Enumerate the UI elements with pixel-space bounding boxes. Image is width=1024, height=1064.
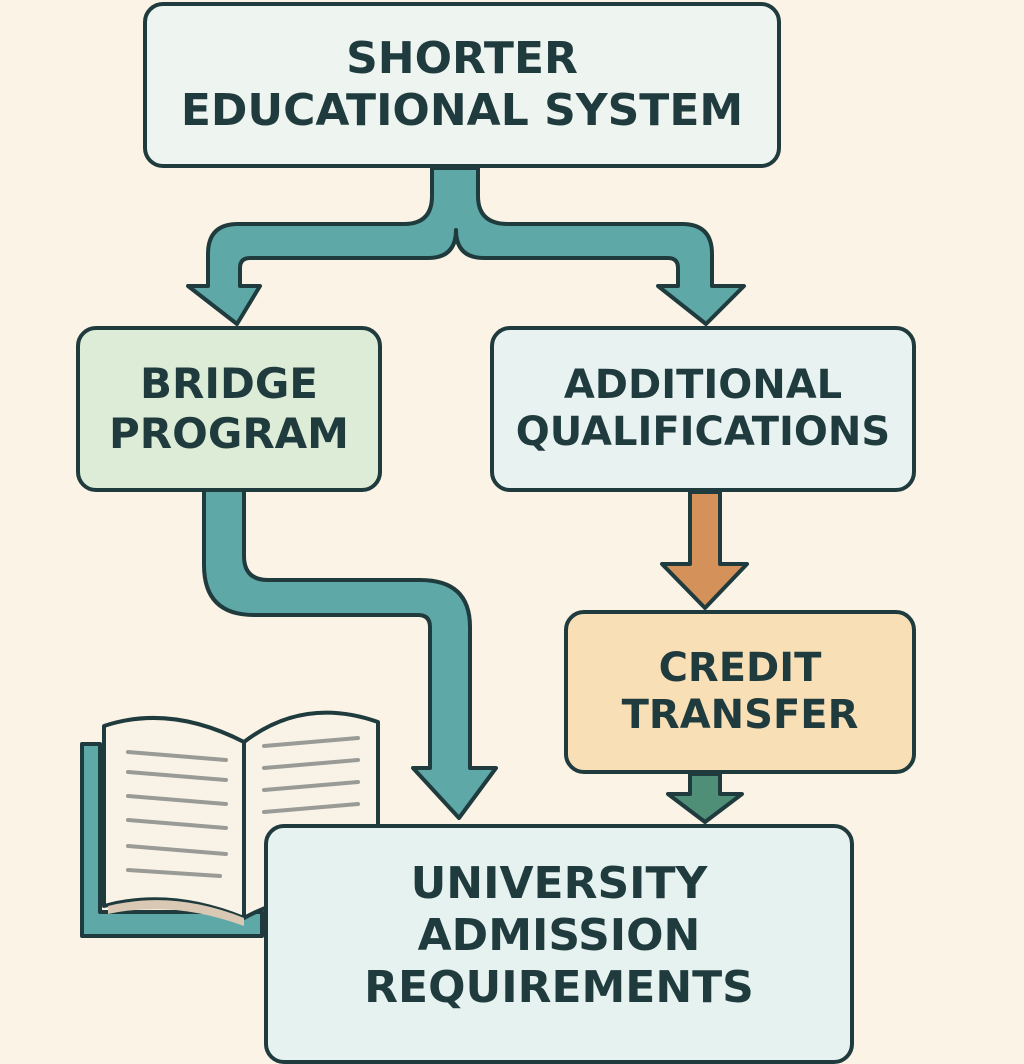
node-label-line: Transfer bbox=[621, 692, 859, 738]
arrow-credit-to-university bbox=[666, 772, 744, 824]
node-label-line: Educational System bbox=[180, 85, 744, 136]
node-label-line: Additional bbox=[563, 361, 843, 408]
node-label-line: Qualifications bbox=[515, 409, 891, 455]
arrow-top-to-split bbox=[186, 166, 746, 326]
node-label-line: Requirements bbox=[364, 961, 754, 1013]
node-label-line: Bridge bbox=[139, 359, 318, 409]
node-shorter-educational-system: Shorter Educational System bbox=[143, 2, 781, 168]
node-label-line: Shorter bbox=[346, 33, 578, 85]
node-bridge-program: Bridge Program bbox=[76, 326, 382, 492]
node-label-line: Program bbox=[109, 409, 349, 458]
arrow-additional-to-credit bbox=[660, 490, 749, 610]
node-label-line: University bbox=[410, 858, 708, 909]
node-label-line: Admission bbox=[417, 909, 701, 961]
node-label-line: Credit bbox=[658, 644, 822, 691]
node-credit-transfer: Credit Transfer bbox=[564, 610, 916, 774]
node-additional-qualifications: Additional Qualifications bbox=[490, 326, 916, 492]
node-university-admission-requirements: University Admission Requirements bbox=[264, 824, 854, 1064]
flow-diagram: Shorter Educational System Bridge Progra… bbox=[76, 2, 916, 1064]
arrow-bridge-to-university bbox=[202, 488, 498, 820]
